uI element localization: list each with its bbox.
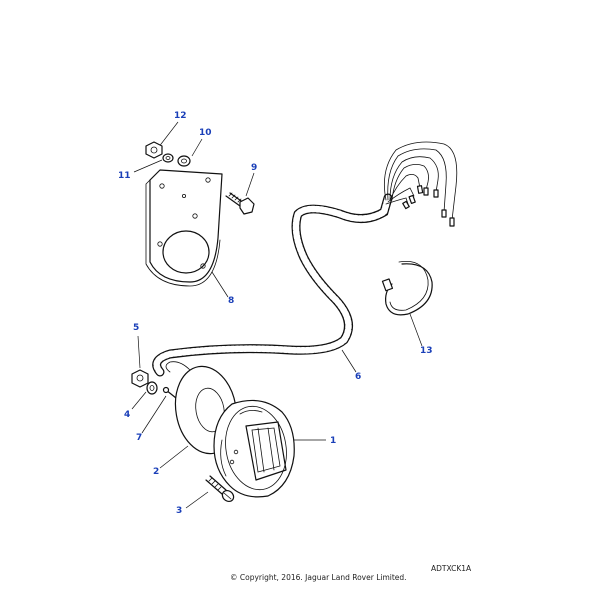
copyright-text: © Copyright, 2016. Jaguar Land Rover Lim…	[230, 573, 407, 582]
callout-4: 4	[124, 410, 131, 420]
mounting-plate-part-8	[145, 169, 223, 287]
callout-2: 2	[153, 467, 160, 477]
cable-tie-part-13	[381, 261, 433, 316]
callout-7: 7	[136, 433, 143, 443]
screw-part-3	[205, 475, 235, 503]
washer-part-11	[162, 153, 174, 163]
nut-part-5	[131, 369, 149, 388]
callout-12: 12	[174, 111, 187, 121]
cable-harness-part-6	[152, 141, 458, 377]
callout-9: 9	[251, 163, 258, 173]
bolt-part-9	[225, 192, 255, 215]
diagram-code: ADTXCK1A	[431, 564, 472, 573]
callout-1: 1	[330, 436, 337, 446]
socket-part-1	[213, 399, 295, 498]
callout-11: 11	[118, 171, 131, 181]
screw-part-7	[162, 386, 177, 399]
callout-10: 10	[199, 128, 212, 138]
callout-5: 5	[133, 323, 140, 333]
leader-lines	[131, 121, 423, 509]
callout-8: 8	[228, 296, 235, 306]
callout-13: 13	[420, 346, 433, 356]
washer-part-10	[177, 155, 191, 167]
nut-part-12	[145, 141, 163, 159]
callout-6: 6	[355, 372, 362, 382]
washer-part-4	[146, 381, 158, 395]
callout-3: 3	[176, 506, 183, 516]
